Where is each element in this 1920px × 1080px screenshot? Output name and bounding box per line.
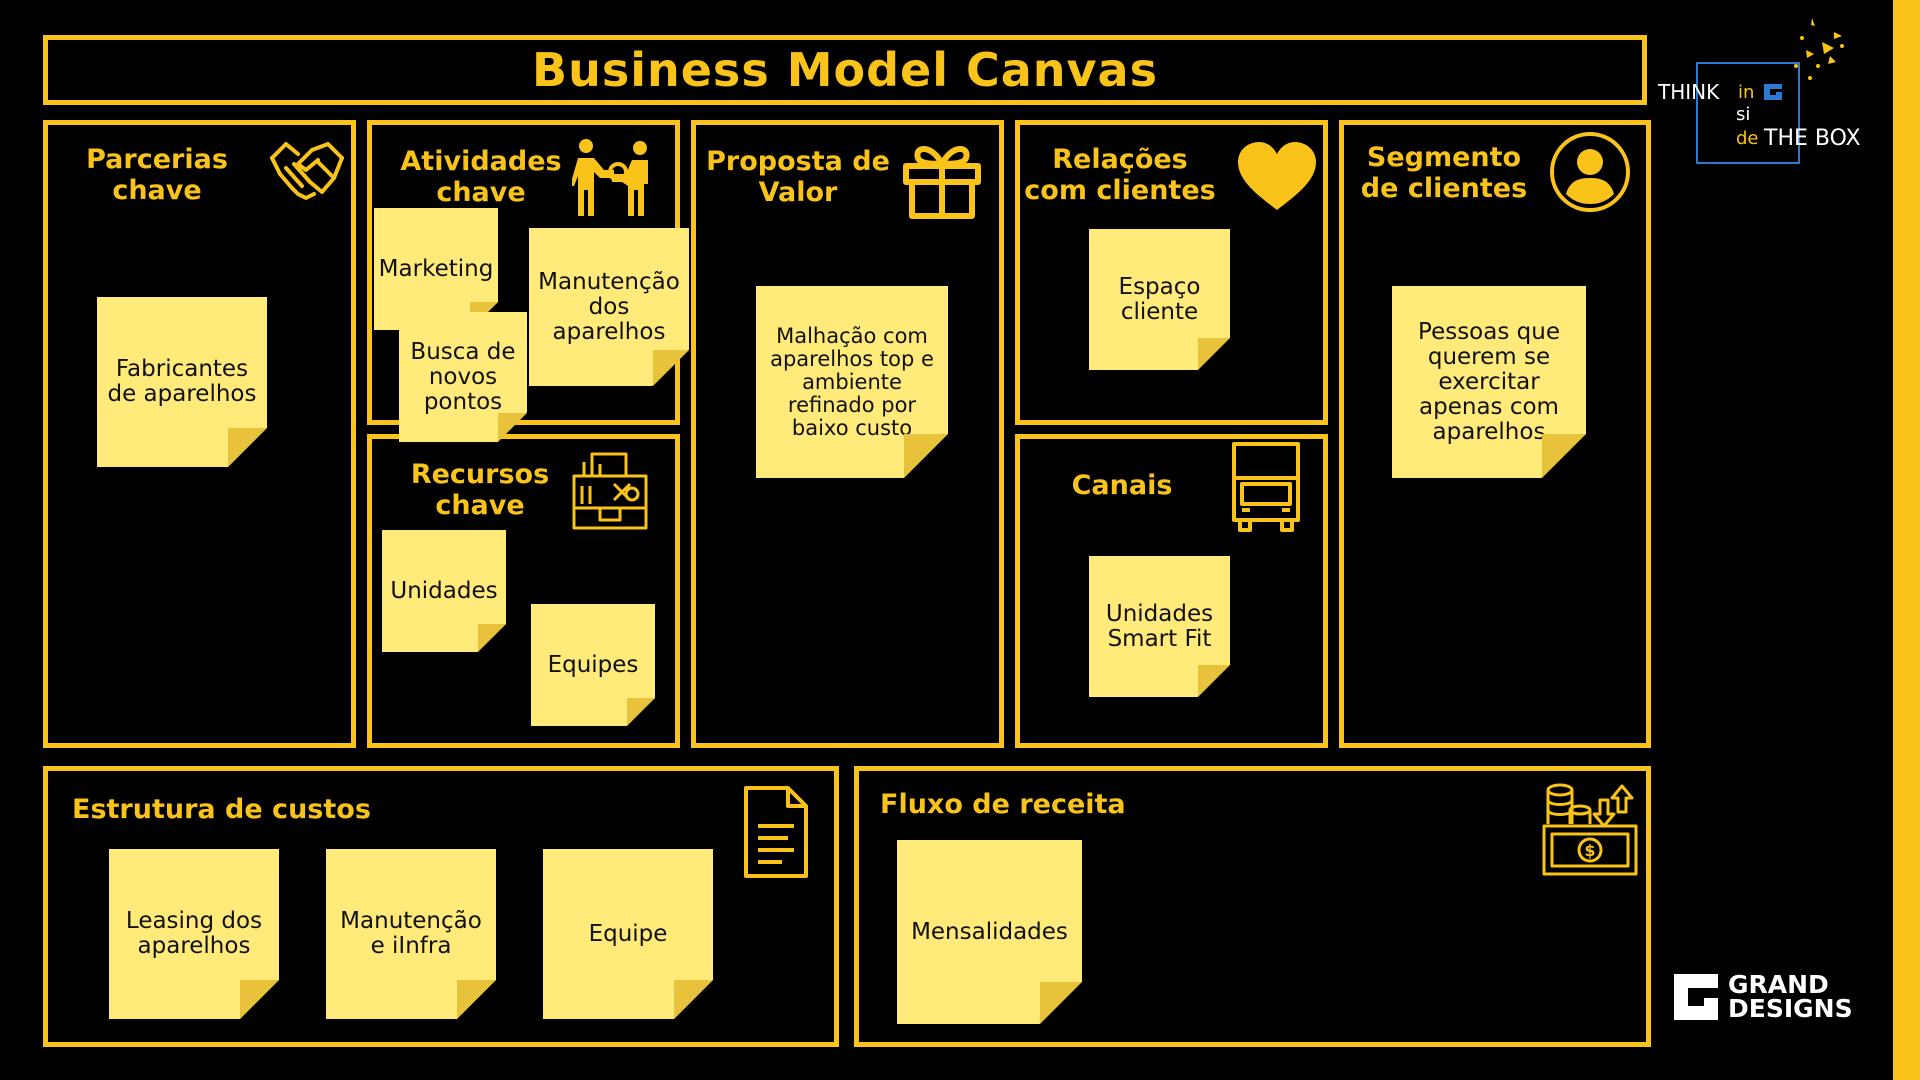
note-marketing: Marketing [374, 208, 498, 330]
grand-designs-logo: GRAND DESIGNS [1672, 970, 1853, 1024]
heading-atividades: Atividades chave [400, 146, 562, 208]
note-text: Marketing [378, 255, 494, 282]
note-text: Busca de novos pontos [410, 338, 516, 415]
truck-icon [1232, 442, 1300, 532]
logo-frame [1696, 62, 1800, 164]
note-text: Leasing dos aparelhos [125, 908, 263, 959]
note-text: Unidades [390, 577, 498, 604]
logo-grand: GRAND [1728, 970, 1829, 999]
page-title: Business Model Canvas [532, 43, 1158, 97]
heading-canais: Canais [1071, 470, 1173, 501]
logo-in: in [1738, 82, 1755, 103]
heading-custos: Estrutura de custos [72, 794, 371, 825]
note-text: Equipes [547, 651, 639, 678]
heading-relacoes: Relações com clientes [1024, 144, 1216, 206]
note-text: Pessoas que querem se exercitar apenas c… [1418, 318, 1560, 445]
title-bar: Business Model Canvas [43, 35, 1647, 105]
sparkle-icon [1794, 18, 1844, 80]
heading-proposta: Proposta de Valor [706, 146, 890, 208]
heading-segmento: Segmento de clientes [1360, 142, 1528, 204]
logo-designs: DESIGNS [1728, 994, 1853, 1023]
money-icon: $ [1542, 783, 1638, 876]
logo-thebox: THE BOX [1764, 126, 1861, 151]
logo-think: THINK [1658, 80, 1720, 104]
toolbox-icon [572, 452, 648, 530]
heart-icon [1238, 142, 1316, 210]
workers-icon [572, 139, 648, 216]
note-text: Espaço cliente [1118, 273, 1201, 325]
note-text: Mensalidades [911, 918, 1068, 945]
heading-receita: Fluxo de receita [880, 789, 1126, 820]
note-text: Manutenção dos aparelhos [538, 268, 680, 345]
note-fabricantes: Fabricantes de aparelhos [97, 297, 267, 467]
note-text: Unidades Smart Fit [1105, 600, 1214, 652]
note-text: Fabricantes de aparelhos [107, 356, 257, 407]
document-icon [744, 786, 808, 878]
logo-g-icon [1764, 84, 1782, 100]
heading-recursos: Recursos chave [410, 459, 550, 521]
handshake-icon [270, 142, 344, 200]
think-inside-logo: THINK in si de THE BOX [1658, 16, 1868, 168]
heading-parcerias: Parcerias chave [86, 144, 228, 206]
note-text: Malhação com aparelhos top e ambiente re… [770, 323, 934, 440]
note-text: Equipe [588, 920, 668, 947]
svg-text:$: $ [1584, 841, 1595, 860]
user-circle-icon [1550, 132, 1630, 212]
grand-designs-g-icon [1674, 974, 1718, 1020]
logo-de: de [1736, 128, 1759, 149]
side-stripe [1893, 0, 1920, 1080]
gift-icon [903, 146, 981, 219]
logo-si: si [1736, 104, 1751, 125]
note-text: Manutenção e iInfra [340, 908, 482, 959]
